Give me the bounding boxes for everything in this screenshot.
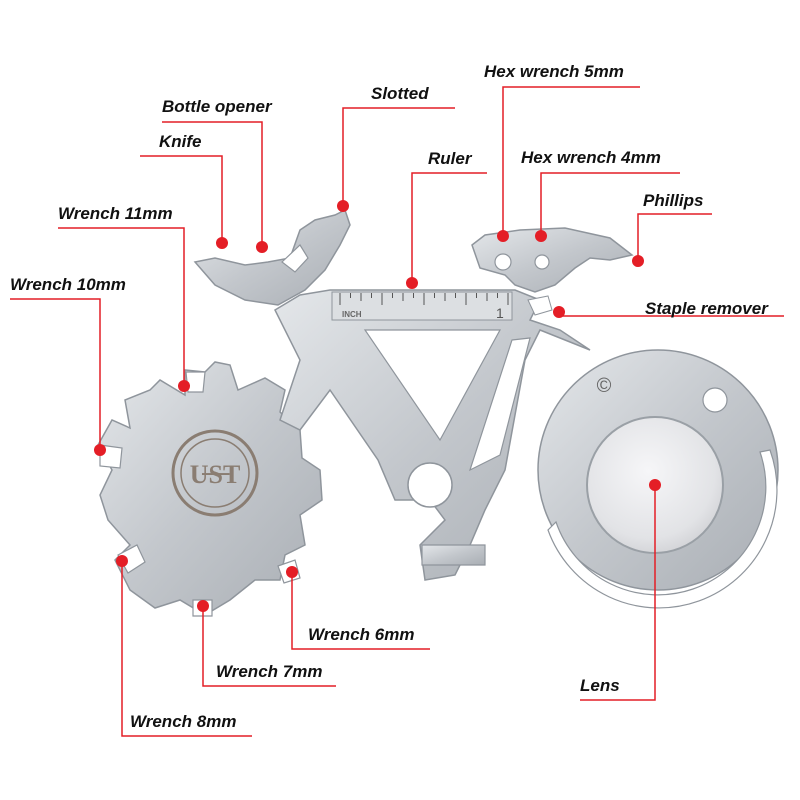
callout-dot-lens [649, 479, 661, 491]
callout-leader-knife [140, 155, 223, 241]
callout-label-ruler: Ruler [428, 149, 473, 168]
hex-hole-5mm [494, 253, 512, 271]
frame-cutout-rear [468, 337, 531, 472]
callout-label-phillips: Phillips [643, 191, 703, 210]
callout-label-hex-wrench-4mm: Hex wrench 4mm [521, 148, 661, 167]
callout-dot-phillips [632, 255, 644, 267]
callout-dot-wrench-8mm [116, 555, 128, 567]
callout-leader-hex-wrench-4mm [540, 172, 680, 236]
brand-logo-ring-outer [171, 429, 259, 517]
callout-leader-slotted [342, 107, 455, 206]
staple-remover-slot [527, 295, 553, 316]
callout-leader-wrench-8mm [121, 561, 252, 737]
pedal [421, 544, 486, 566]
callout-label-wrench-11mm: Wrench 11mm [58, 204, 173, 223]
callout-label-bottle-opener: Bottle opener [162, 97, 273, 116]
callout-dot-bottle-opener [256, 241, 268, 253]
callout-leader-wrench-7mm [202, 606, 336, 687]
callout-label-wrench-8mm: Wrench 8mm [130, 712, 236, 731]
callout-leader-wrench-11mm [58, 227, 185, 385]
ruler-ticks [339, 293, 509, 305]
brand-logo: U̶S̶T [190, 460, 241, 489]
callout-label-wrench-7mm: Wrench 7mm [216, 662, 322, 681]
front-wheel-slot [547, 449, 778, 609]
callout-leader-wrench-10mm [10, 298, 101, 450]
callout-leader-phillips [637, 213, 712, 261]
ruler-number: 1 [496, 305, 504, 321]
handlebar-tools [471, 227, 634, 293]
callout-label-wrench-6mm: Wrench 6mm [308, 625, 414, 644]
brand-logo-ring-inner [180, 438, 250, 508]
crank-hole [407, 462, 453, 508]
callout-dot-staple-remover [553, 306, 565, 318]
callout-dot-hex-wrench-4mm [535, 230, 547, 242]
callout-label-knife: Knife [159, 132, 202, 151]
bottle-opener-notch [281, 244, 309, 273]
callout-leader-wrench-6mm [291, 572, 430, 650]
ruler [331, 291, 513, 321]
callout-label-staple-remover: Staple remover [645, 299, 769, 318]
ruler-unit-label: INCH [342, 310, 362, 319]
hex-hole-4mm [534, 254, 550, 270]
callout-dot-wrench-7mm [197, 600, 209, 612]
callout-label-hex-wrench-5mm: Hex wrench 5mm [484, 62, 624, 81]
callout-leader-lens [580, 485, 656, 701]
bike-multitool: U̶S̶T INCH 1 © [97, 208, 779, 617]
callout-dot-ruler [406, 277, 418, 289]
frame-cutout-front [363, 329, 502, 442]
callout-dot-hex-wrench-5mm [497, 230, 509, 242]
lanyard-hole [702, 387, 728, 413]
callout-leader-bottle-opener [162, 121, 263, 245]
rear-wheel-gear [97, 361, 323, 616]
callout-label-slotted: Slotted [371, 84, 429, 103]
callout-label-lens: Lens [580, 676, 620, 695]
callout-dot-slotted [337, 200, 349, 212]
callout-dot-wrench-6mm [286, 566, 298, 578]
callout-dot-wrench-11mm [178, 380, 190, 392]
callout-leader-ruler [411, 172, 487, 283]
copyright-mark: © [597, 375, 612, 397]
callout-dot-knife [216, 237, 228, 249]
callout-label-wrench-10mm: Wrench 10mm [10, 275, 126, 294]
callout-dot-wrench-10mm [94, 444, 106, 456]
callout-leader-hex-wrench-5mm [502, 86, 640, 236]
